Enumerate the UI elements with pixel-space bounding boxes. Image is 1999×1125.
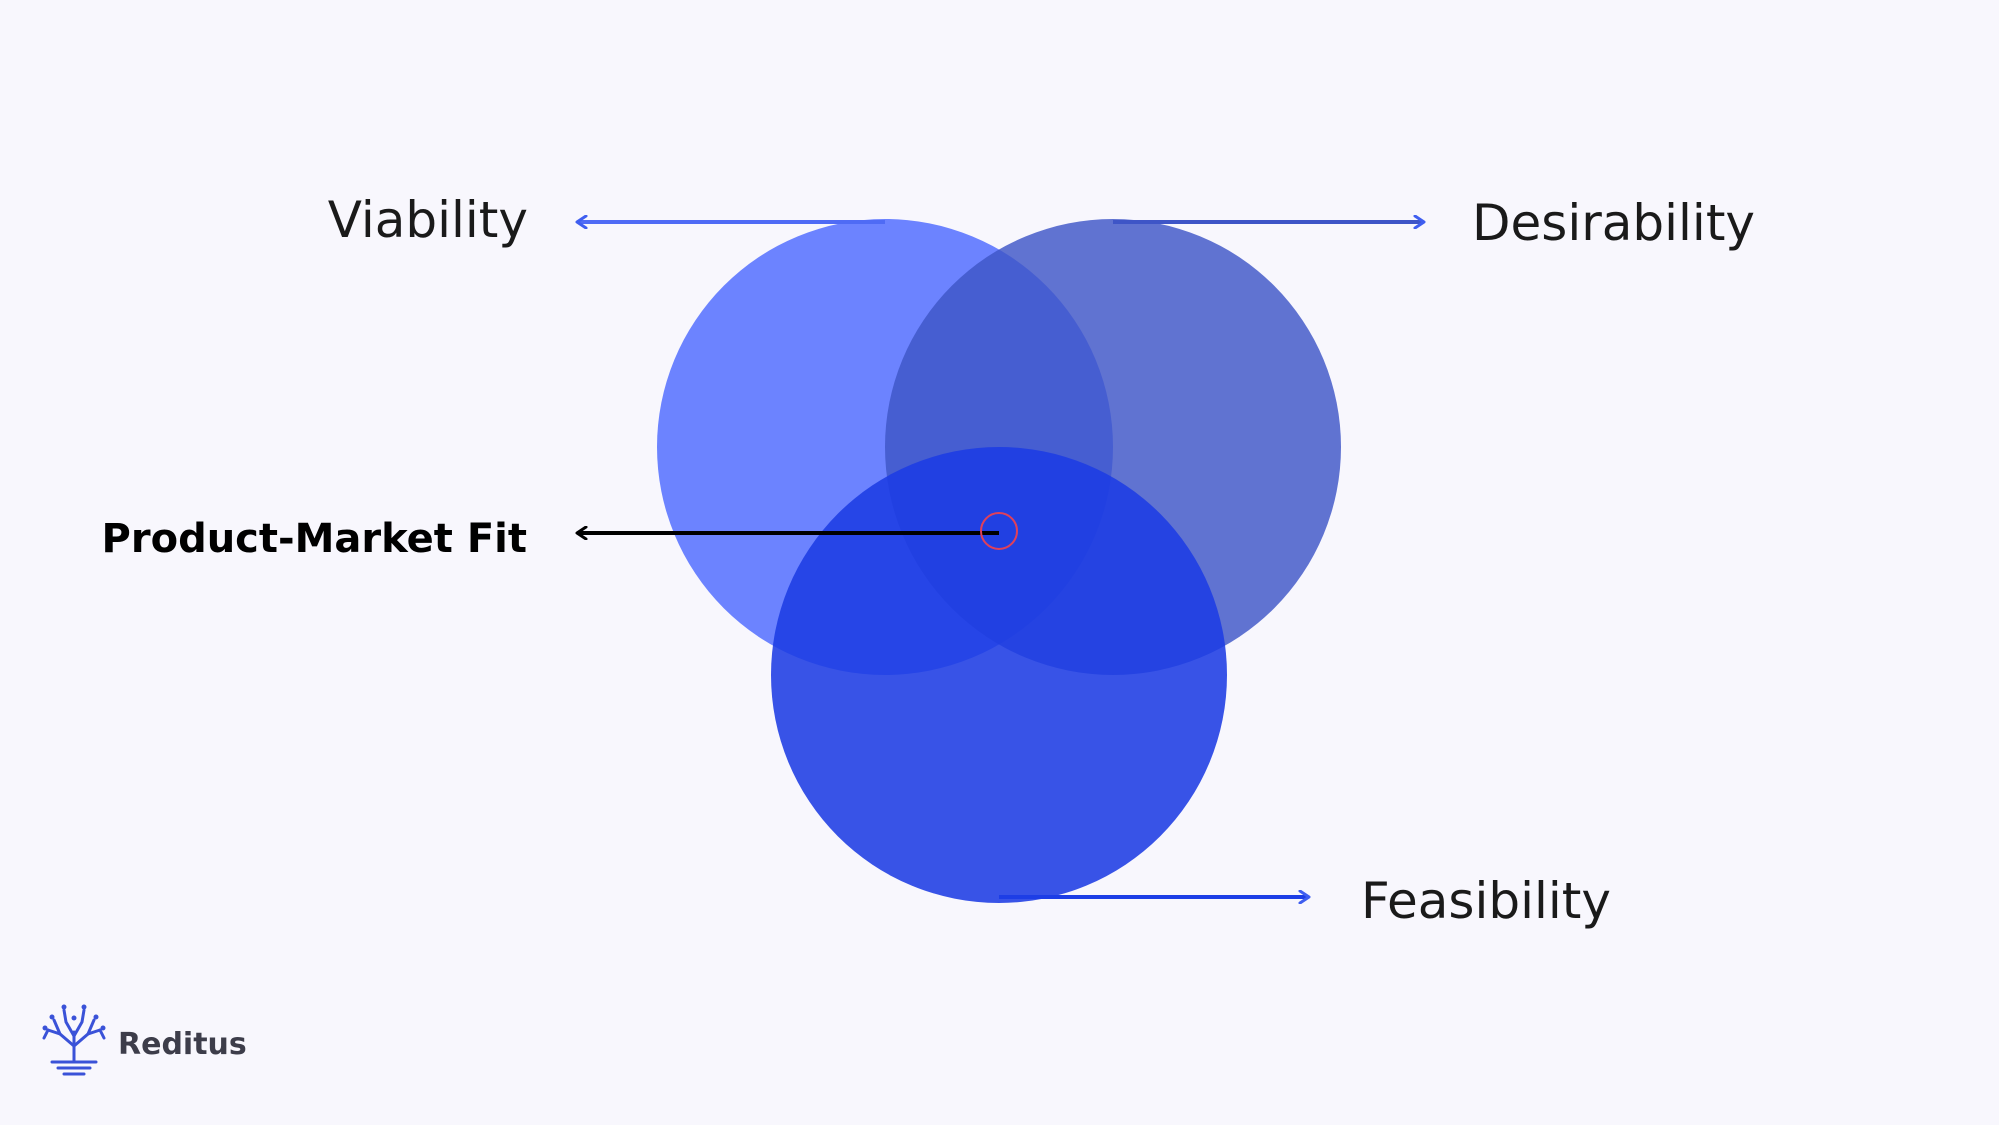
viability-label: Viability bbox=[328, 191, 528, 249]
intersection-marker bbox=[980, 512, 1018, 550]
tree-logo-icon bbox=[42, 1004, 106, 1076]
desirability-label: Desirability bbox=[1472, 194, 1755, 252]
product-market-fit-label: Product-Market Fit bbox=[102, 516, 527, 562]
brand-name: Reditus bbox=[118, 1027, 247, 1062]
feasibility-circle bbox=[771, 447, 1227, 903]
feasibility-label: Feasibility bbox=[1361, 872, 1611, 930]
